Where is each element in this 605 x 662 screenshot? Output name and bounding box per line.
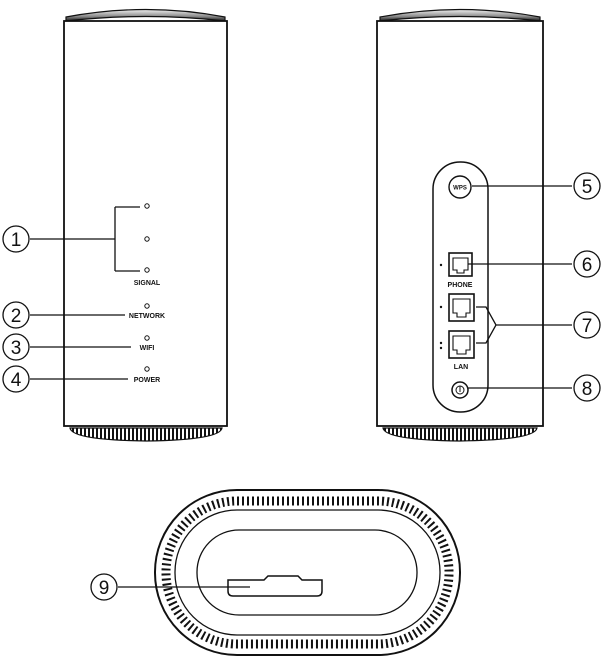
back-top-cap: [380, 10, 540, 22]
callout-6-number: 6: [582, 255, 593, 276]
power-led: [145, 367, 149, 371]
callout-3-number: 3: [11, 338, 22, 359]
back-view: WPS PHONE LAN: [377, 10, 572, 442]
lan-indicator-1: [440, 306, 442, 308]
front-body: [64, 21, 227, 426]
network-led: [145, 304, 149, 308]
lan-label: LAN: [454, 364, 468, 371]
callout-5-number: 5: [582, 177, 593, 198]
signal-led-2: [145, 237, 149, 241]
network-label: NETWORK: [129, 313, 165, 320]
front-vent-base: [70, 428, 222, 441]
lan-indicator-2a: [440, 342, 442, 344]
bottom-recess: [197, 530, 417, 615]
wifi-label: WIFI: [140, 345, 155, 352]
signal-label: SIGNAL: [134, 280, 161, 287]
callout-5: 5: [574, 173, 600, 199]
phone-indicator: [440, 264, 442, 266]
callout-4: 4: [3, 366, 29, 392]
bottom-view: [118, 490, 460, 655]
signal-led-3: [145, 268, 149, 272]
signal-led-1: [145, 204, 149, 208]
lan-indicator-2b: [440, 347, 442, 349]
callout-2-number: 2: [11, 306, 22, 327]
wifi-led: [145, 336, 149, 340]
callout-3: 3: [3, 334, 29, 360]
callout-6: 6: [574, 251, 600, 277]
callout-9-number: 9: [99, 578, 110, 599]
callout-8: 8: [574, 375, 600, 401]
back-vent-base: [383, 428, 537, 441]
callout-7: 7: [574, 312, 600, 338]
phone-label: PHONE: [448, 282, 473, 289]
front-top-cap: [66, 10, 225, 22]
callout-9: 9: [91, 574, 117, 600]
callout-1-number: 1: [11, 230, 22, 251]
callout-2: 2: [3, 302, 29, 328]
callout-7-number: 7: [582, 316, 593, 337]
front-view: SIGNAL NETWORK WIFI POWER: [30, 10, 227, 442]
wps-label: WPS: [453, 186, 467, 192]
callout-4-number: 4: [11, 370, 22, 391]
power-label: POWER: [134, 377, 160, 384]
callout-8-number: 8: [582, 379, 593, 400]
callout-1: 1: [3, 226, 29, 252]
